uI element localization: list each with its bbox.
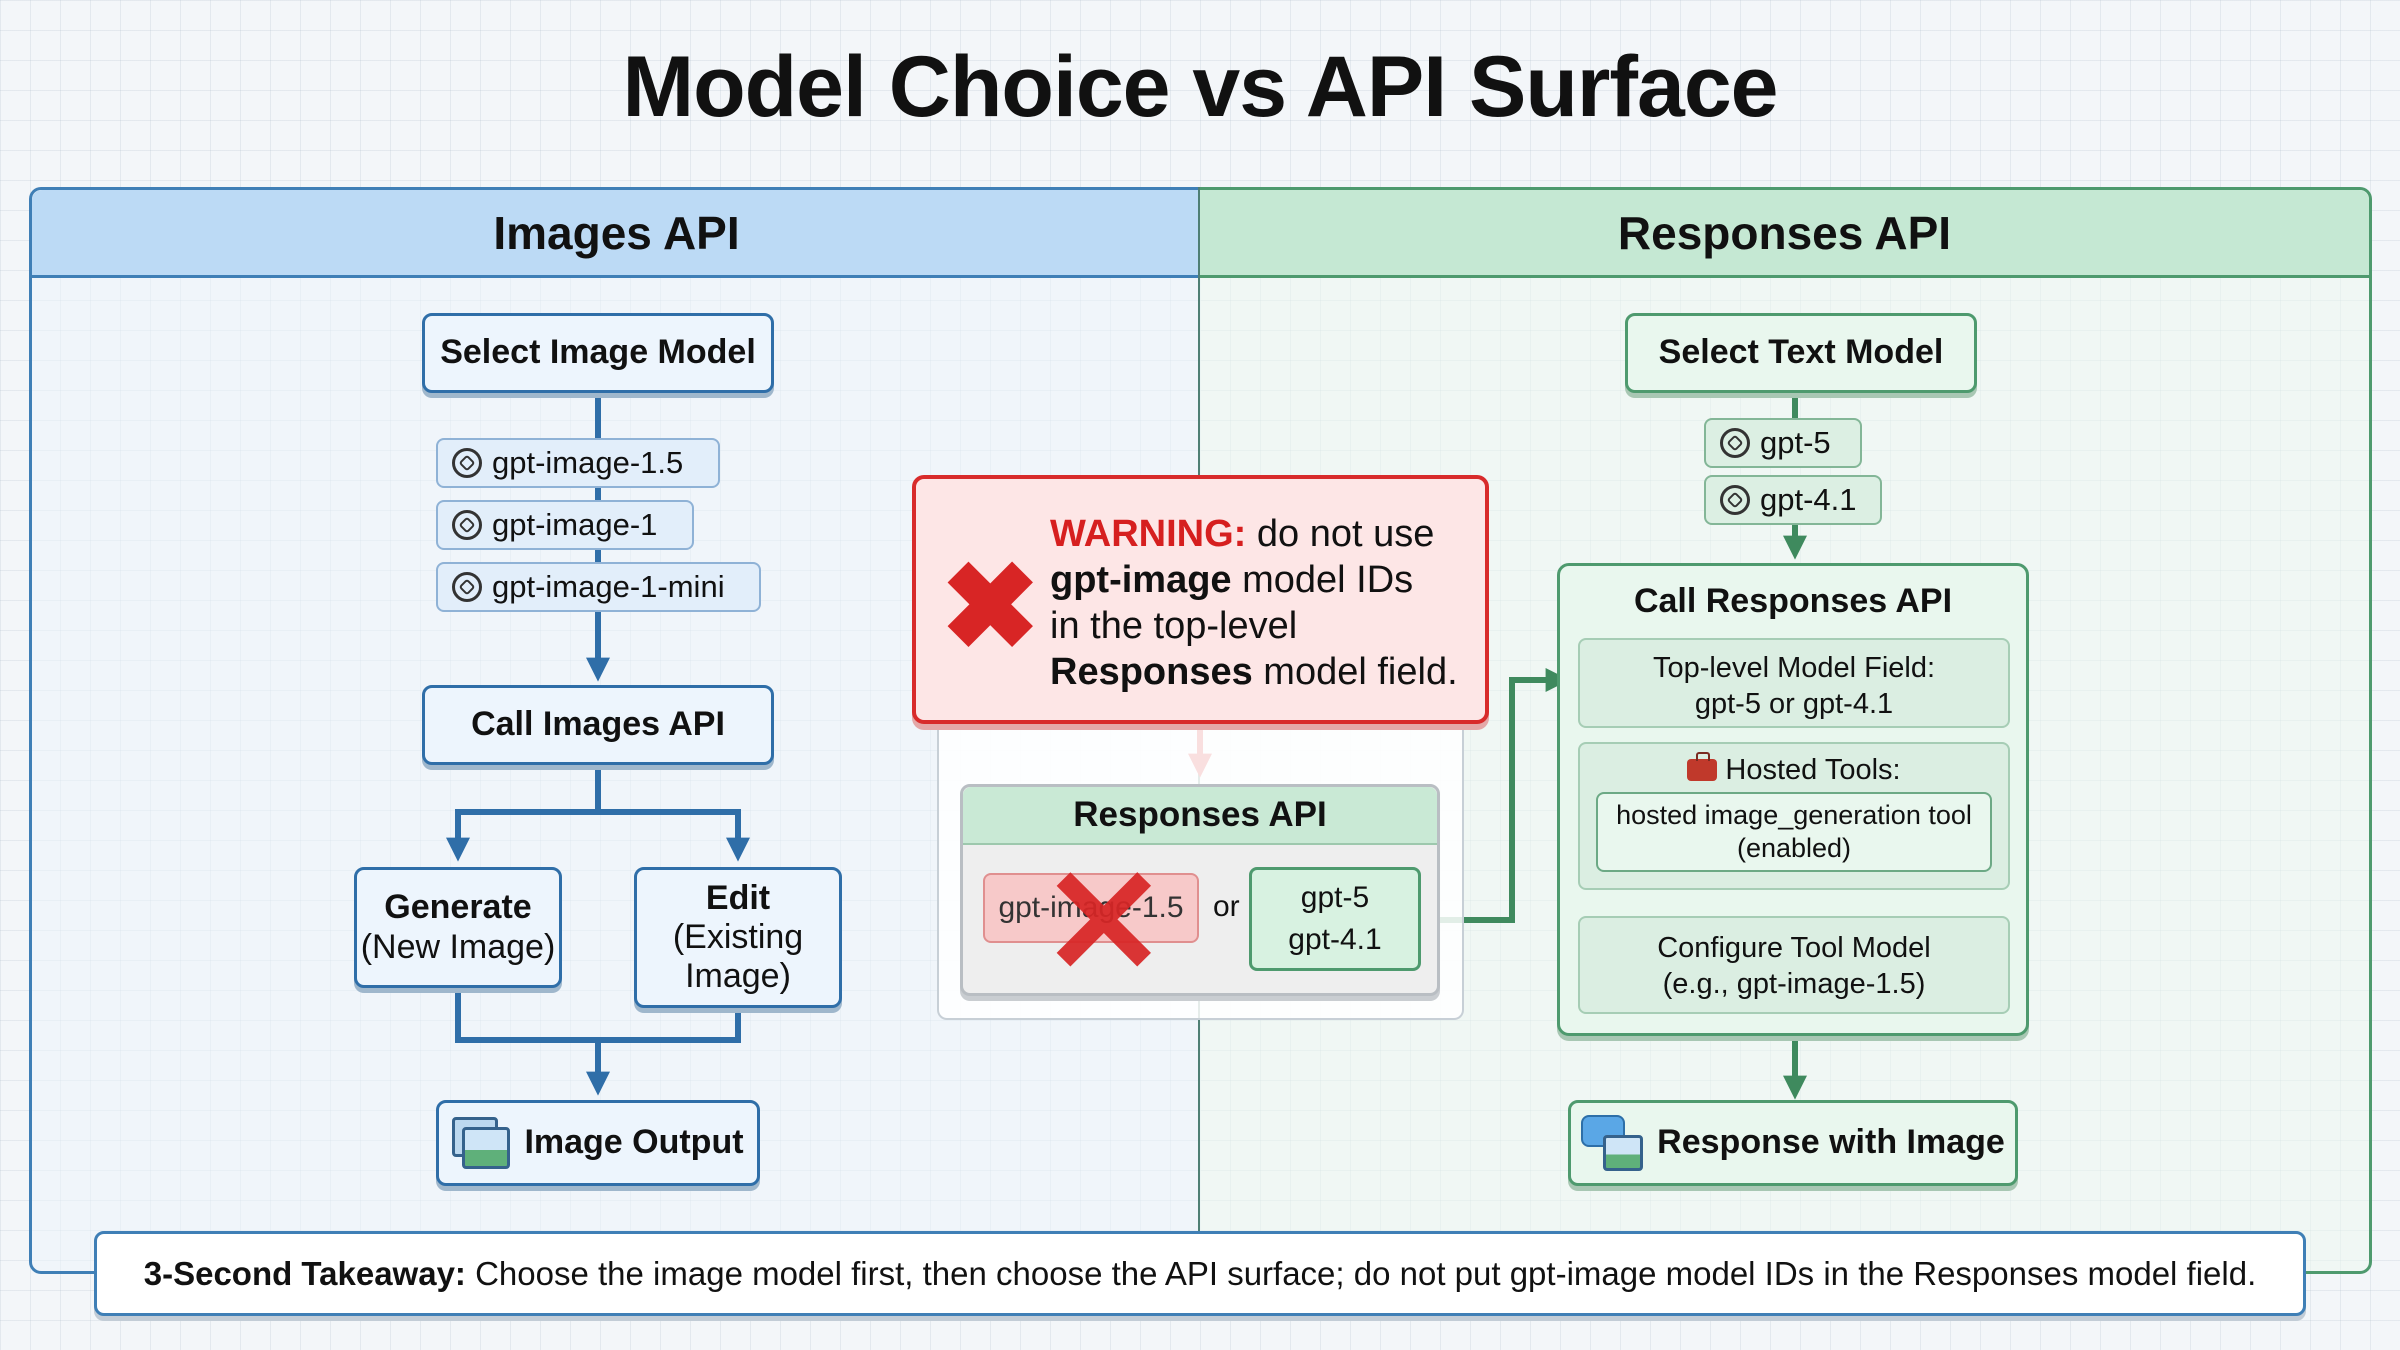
response-with-image-label: Response with Image (1657, 1123, 2005, 1162)
image-output-label: Image Output (524, 1123, 744, 1162)
call-responses-api-node: Call Responses API Top-level Model Field… (1557, 563, 2029, 1036)
model-chip-label: gpt-5 (1760, 425, 1831, 460)
call-images-api-node: Call Images API (422, 685, 774, 765)
openai-logo-icon (452, 448, 482, 478)
valid-model-1: gpt-5 (1300, 881, 1370, 914)
takeaway-label: 3-Second Takeaway: (143, 1254, 466, 1292)
model-chip-gpt-image-1-mini: gpt-image-1-mini (436, 562, 761, 612)
model-chip-label: gpt-4.1 (1760, 482, 1857, 517)
valid-model-chip: gpt-5 gpt-4.1 (1249, 867, 1421, 971)
model-chip-label: gpt-image-1-mini (492, 569, 725, 604)
warning-text-6: model field. (1252, 651, 1458, 693)
hosted-tools-box: Hosted Tools: hosted image_generation to… (1578, 742, 2010, 890)
invalid-model-chip: gpt-image-1.5 (983, 873, 1199, 943)
connector-call-to-edit (598, 809, 750, 862)
openai-logo-icon (1720, 428, 1750, 458)
hosted-tool-line1: hosted image_generation tool (1616, 800, 1972, 830)
edit-title: Edit (705, 878, 771, 917)
model-chip-label: gpt-image-1 (492, 507, 658, 542)
warning-label: WARNING: (1050, 513, 1247, 555)
page-title: Model Choice vs API Surface (622, 39, 1778, 135)
model-chip-gpt-image-1-5: gpt-image-1.5 (436, 438, 720, 488)
configure-tool-model-box: Configure Tool Model (e.g., gpt-image-1.… (1578, 916, 2010, 1014)
warning-cross-icon: ✖ (940, 540, 1041, 674)
takeaway-text: Choose the image model first, then choos… (465, 1254, 2257, 1292)
top-field-line1: Top-level Model Field: (1652, 652, 1936, 684)
valid-model-2: gpt-4.1 (1288, 923, 1382, 956)
warning-text: WARNING: do not use gpt-image model IDs … (1050, 511, 1480, 695)
model-chip-gpt-4-1: gpt-4.1 (1704, 475, 1882, 525)
response-with-image-node: Response with Image (1568, 1100, 2018, 1186)
select-image-model-node: Select Image Model (422, 313, 774, 393)
edit-node: Edit (Existing Image) (634, 867, 842, 1008)
chat-image-icon (1581, 1115, 1644, 1171)
openai-logo-icon (452, 510, 482, 540)
generate-subtitle: (New Image) (360, 927, 556, 966)
connector-generate-merge (455, 988, 610, 1096)
tool-model-line2: (e.g., gpt-image-1.5) (1662, 968, 1926, 1000)
select-text-model-node: Select Text Model (1625, 313, 1977, 393)
generate-title: Generate (384, 888, 532, 927)
connector-middle-to-field (1418, 668, 1570, 923)
warning-text-4: in the top-level (1050, 605, 1298, 647)
hosted-tool-line2: (enabled) (1736, 833, 1852, 863)
invalid-cross-icon: ✕ (1041, 838, 1167, 1006)
responses-api-header: Responses API (1200, 190, 2369, 278)
warning-text-5: Responses (1050, 651, 1253, 693)
warning-box: ✖ WARNING: do not use gpt-image model ID… (912, 475, 1489, 724)
connector-call-split (446, 765, 601, 862)
connector-edit-merge (598, 1008, 741, 1043)
image-output-node: Image Output (436, 1100, 760, 1186)
images-api-header: Images API (32, 190, 1201, 278)
model-chip-label: gpt-image-1.5 (492, 445, 684, 480)
responses-api-flow (1418, 393, 1807, 1100)
hosted-tools-text: Hosted Tools: (1725, 754, 1901, 786)
edit-subtitle-line1: (Existing (672, 917, 804, 956)
generate-node: Generate (New Image) (354, 867, 562, 988)
hosted-tools-label: Hosted Tools: (1580, 752, 2008, 787)
middle-responses-api-box: Responses API gpt-image-1.5 ✕ or gpt-5 g… (960, 784, 1440, 1006)
middle-responses-api-header: Responses API (963, 787, 1437, 845)
or-label: or (1213, 890, 1240, 923)
warning-text-1: do not use (1246, 513, 1435, 555)
briefcase-icon (1687, 752, 1718, 781)
warning-text-2: gpt-image (1050, 559, 1232, 601)
warning-text-3: model IDs (1231, 559, 1414, 601)
model-chip-gpt-image-1: gpt-image-1 (436, 500, 694, 550)
edit-subtitle-line2: Image) (685, 957, 791, 996)
hosted-image-generation-tool: hosted image_generation tool (enabled) (1596, 792, 1992, 872)
top-level-model-field: Top-level Model Field: gpt-5 or gpt-4.1 (1578, 638, 2010, 728)
call-responses-api-title: Call Responses API (1633, 582, 1953, 620)
openai-logo-icon (452, 572, 482, 602)
image-gallery-icon (452, 1117, 511, 1169)
takeaway-banner: 3-Second Takeaway: Choose the image mode… (94, 1231, 2306, 1316)
top-field-line2: gpt-5 or gpt-4.1 (1694, 688, 1894, 720)
tool-model-line1: Configure Tool Model (1657, 932, 1931, 964)
openai-logo-icon (1720, 485, 1750, 515)
model-chip-gpt-5: gpt-5 (1704, 418, 1862, 468)
